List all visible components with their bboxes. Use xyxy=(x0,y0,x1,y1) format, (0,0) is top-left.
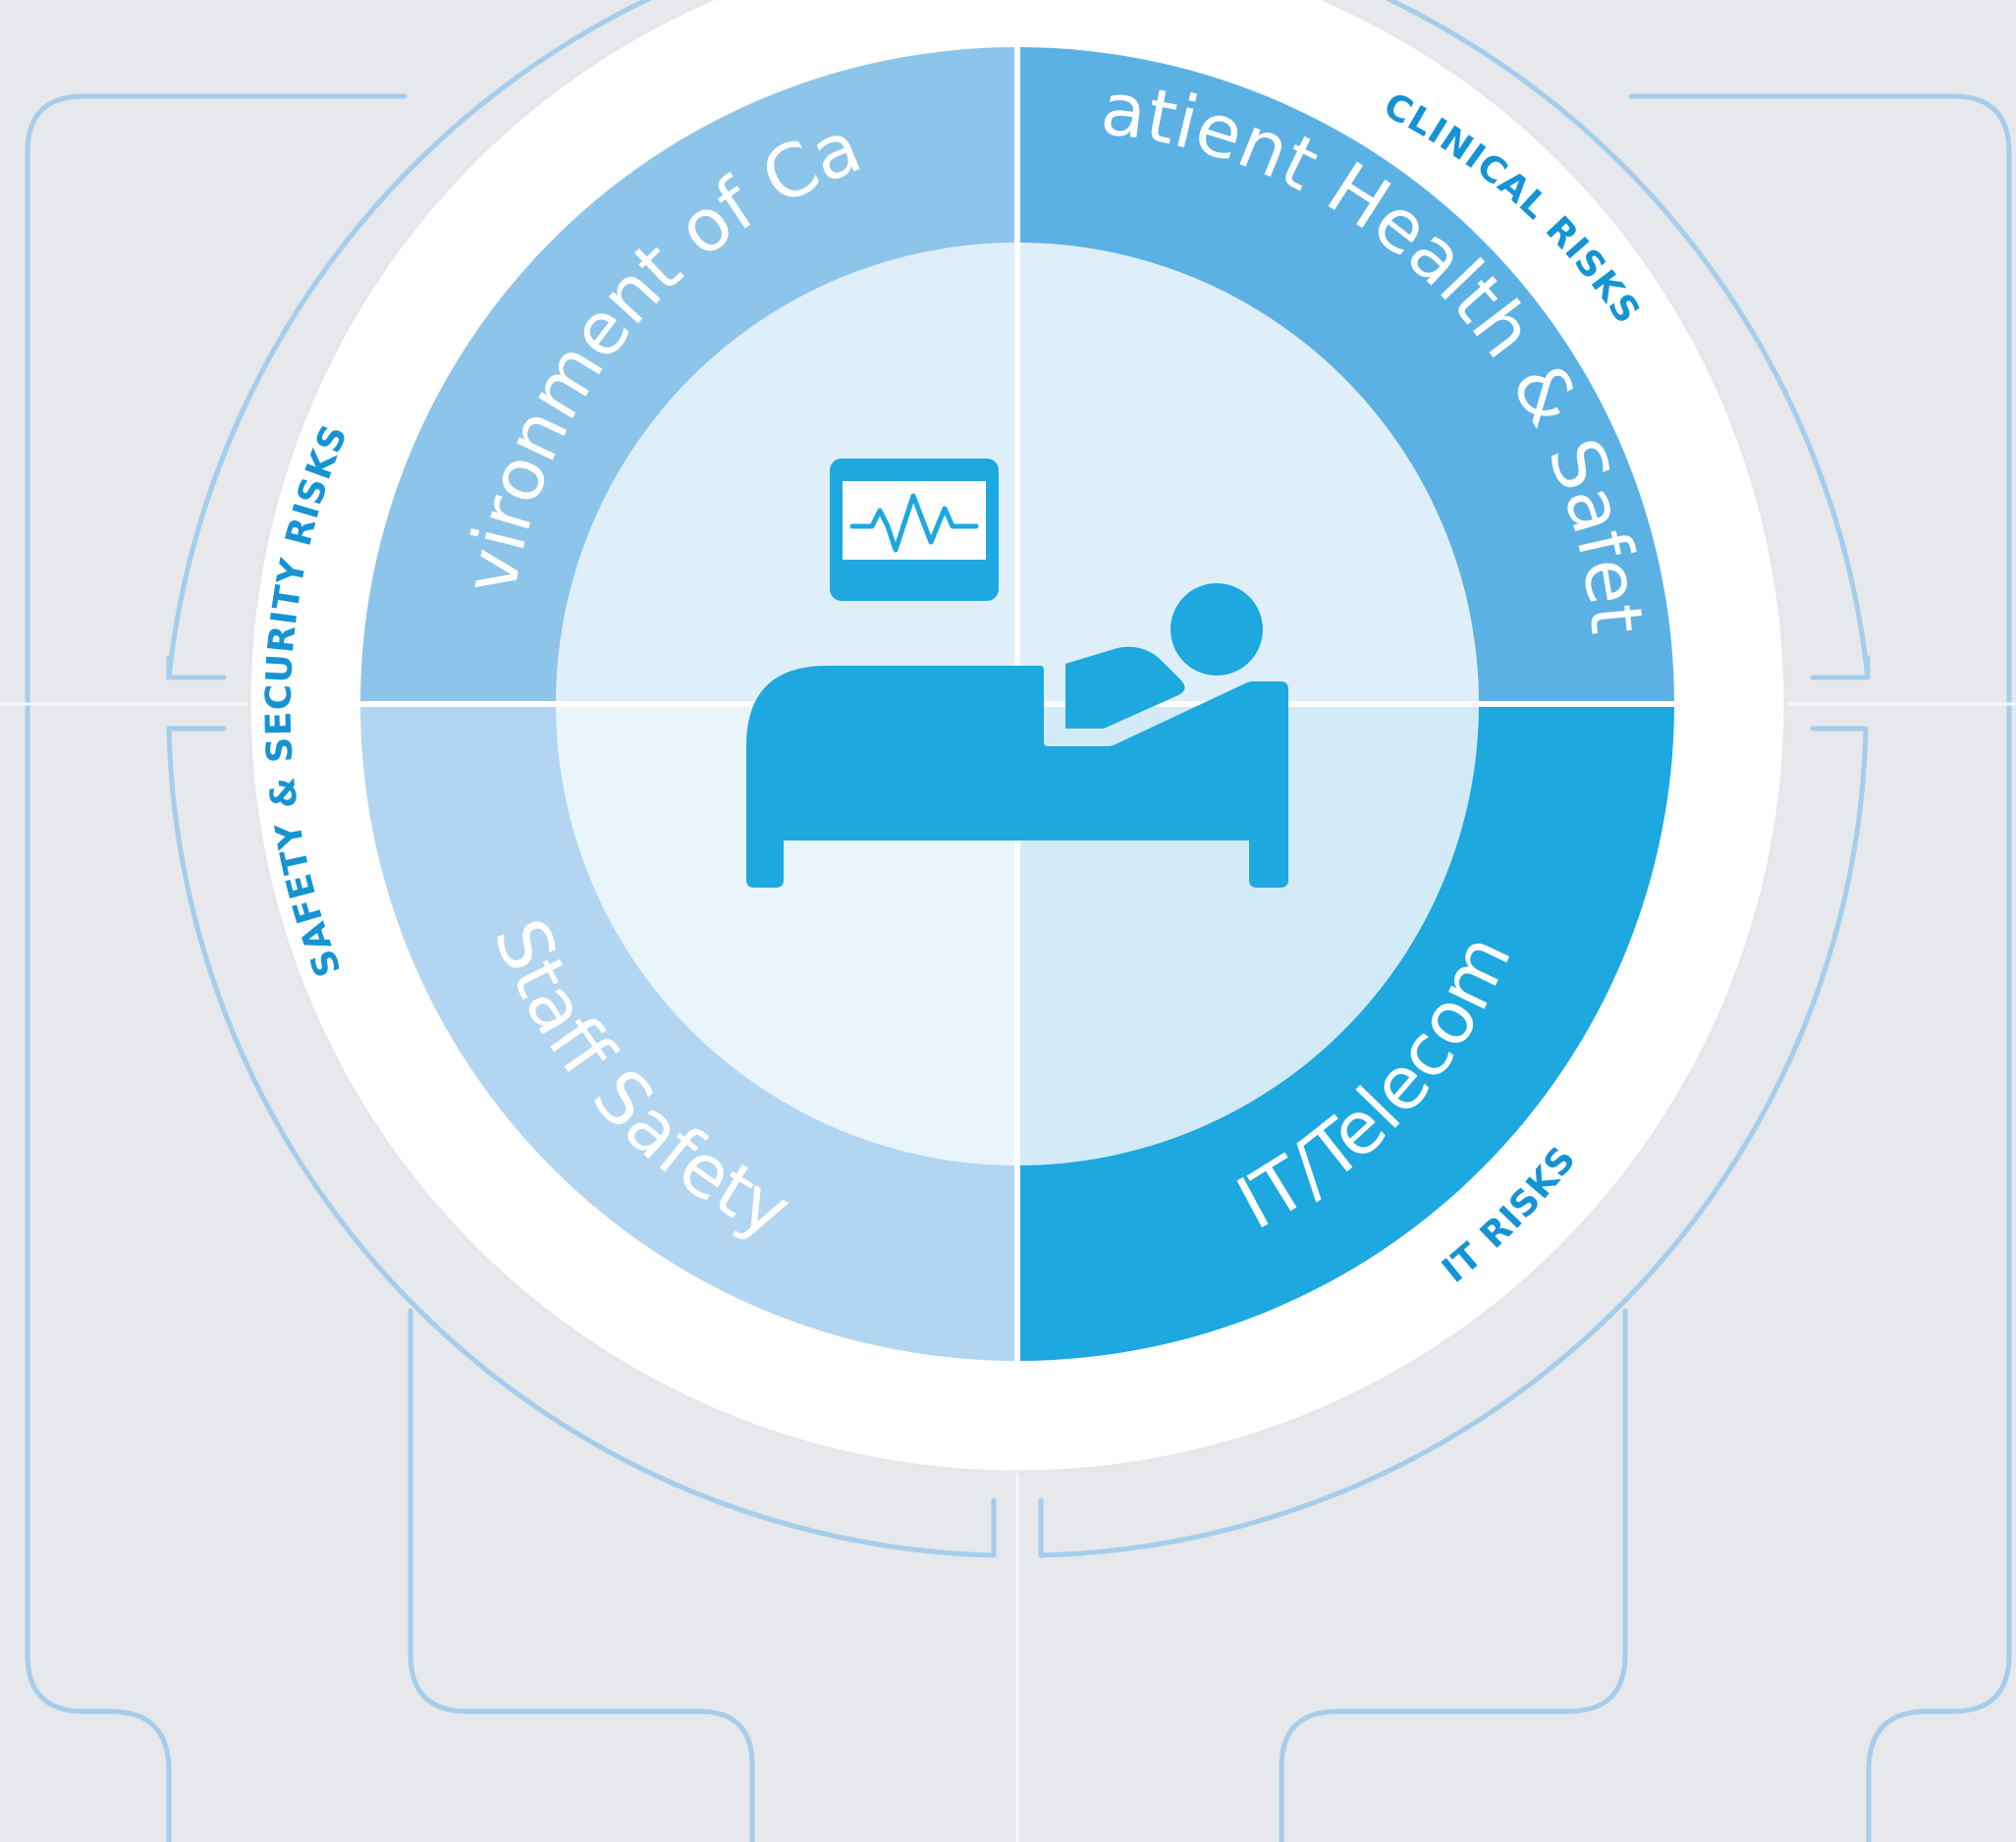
outer-arc-bottom-left xyxy=(166,726,997,1558)
patient-in-bed-icon xyxy=(746,583,1288,888)
right-inner-frame xyxy=(1279,1308,1628,1842)
bracket-top-right xyxy=(1810,655,1871,680)
inner-quadrant-top-right xyxy=(1017,243,1479,704)
outer-arc-bottom-right xyxy=(1038,726,1869,1558)
left-outer-frame xyxy=(25,93,408,1842)
left-inner-frame xyxy=(408,1308,755,1842)
bracket-top-left xyxy=(166,655,227,680)
right-outer-frame xyxy=(1628,93,2012,1842)
heart-monitor-icon xyxy=(830,459,999,601)
outer-arc-top xyxy=(166,0,1871,680)
